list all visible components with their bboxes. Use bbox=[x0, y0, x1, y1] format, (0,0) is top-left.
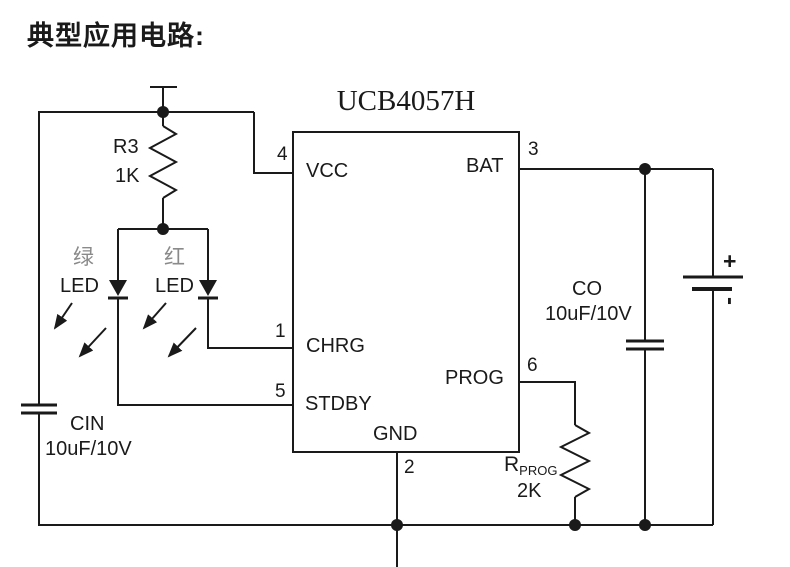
junction-dot bbox=[639, 519, 651, 531]
r3-ref-label: R3 bbox=[113, 136, 139, 158]
battery-symbol bbox=[683, 275, 743, 291]
led-red-icon bbox=[199, 280, 217, 296]
ic-name: UCB4057H bbox=[336, 85, 476, 117]
arrow-icon bbox=[53, 302, 73, 330]
pin-number-stdby: 5 bbox=[275, 381, 286, 402]
capacitor-cin bbox=[21, 403, 57, 415]
junction-dot bbox=[639, 163, 651, 175]
pin-label-prog: PROG bbox=[445, 367, 504, 389]
arrow-icon bbox=[167, 327, 197, 358]
wire-green-led-branch bbox=[117, 229, 293, 406]
resistor-r3-zigzag bbox=[147, 125, 179, 199]
pin-label-chrg: CHRG bbox=[306, 335, 365, 357]
wire-bottom-rail bbox=[38, 414, 713, 526]
pin-number-bat: 3 bbox=[528, 139, 539, 160]
cin-ref-label: CIN bbox=[70, 413, 105, 435]
cin-value-label: 10uF/10V bbox=[45, 438, 132, 460]
wire-top-left-rail bbox=[38, 111, 254, 404]
page-title: 典型应用电路: bbox=[27, 21, 205, 51]
junction-dots bbox=[157, 106, 651, 531]
co-value-label: 10uF/10V bbox=[545, 303, 632, 325]
junction-dot bbox=[569, 519, 581, 531]
resistor-rprog-zigzag bbox=[558, 424, 592, 498]
pin-label-gnd: GND bbox=[373, 423, 418, 445]
led-red-color-label: 红 bbox=[164, 246, 185, 269]
pin-label-vcc: VCC bbox=[306, 160, 349, 182]
rprog-value-label: 2K bbox=[517, 480, 542, 502]
pin-number-vcc: 4 bbox=[277, 144, 288, 165]
pin-label-stdby: STDBY bbox=[305, 393, 372, 415]
battery-minus-sign: - bbox=[717, 297, 744, 305]
rprog-ref-main: R bbox=[504, 453, 520, 476]
pin-number-chrg: 1 bbox=[275, 321, 286, 342]
led-red-label: LED bbox=[155, 275, 194, 297]
pin-label-bat: BAT bbox=[466, 155, 504, 177]
junction-dot bbox=[391, 519, 403, 531]
capacitor-co bbox=[626, 339, 664, 351]
ic-body bbox=[292, 131, 520, 453]
rprog-ref-subscript: PROG bbox=[519, 463, 558, 478]
pin-number-gnd: 2 bbox=[404, 457, 415, 478]
led-emission-arrows bbox=[53, 302, 197, 358]
wire-red-led-branch bbox=[207, 229, 293, 349]
arrow-icon bbox=[78, 327, 107, 358]
r3-value-label: 1K bbox=[115, 165, 140, 187]
led-green-label: LED bbox=[60, 275, 99, 297]
junction-dot bbox=[157, 106, 169, 118]
rprog-ref-label: RPROG bbox=[504, 454, 557, 477]
led-green-color-label: 绿 bbox=[73, 246, 94, 269]
arrow-icon bbox=[142, 302, 167, 330]
pin-number-prog: 6 bbox=[527, 355, 538, 376]
led-green-icon bbox=[109, 280, 127, 296]
co-ref-label: CO bbox=[572, 278, 602, 300]
junction-dot bbox=[157, 223, 169, 235]
wire-vcc-branch bbox=[253, 112, 293, 174]
battery-plus-sign: + bbox=[723, 248, 737, 274]
